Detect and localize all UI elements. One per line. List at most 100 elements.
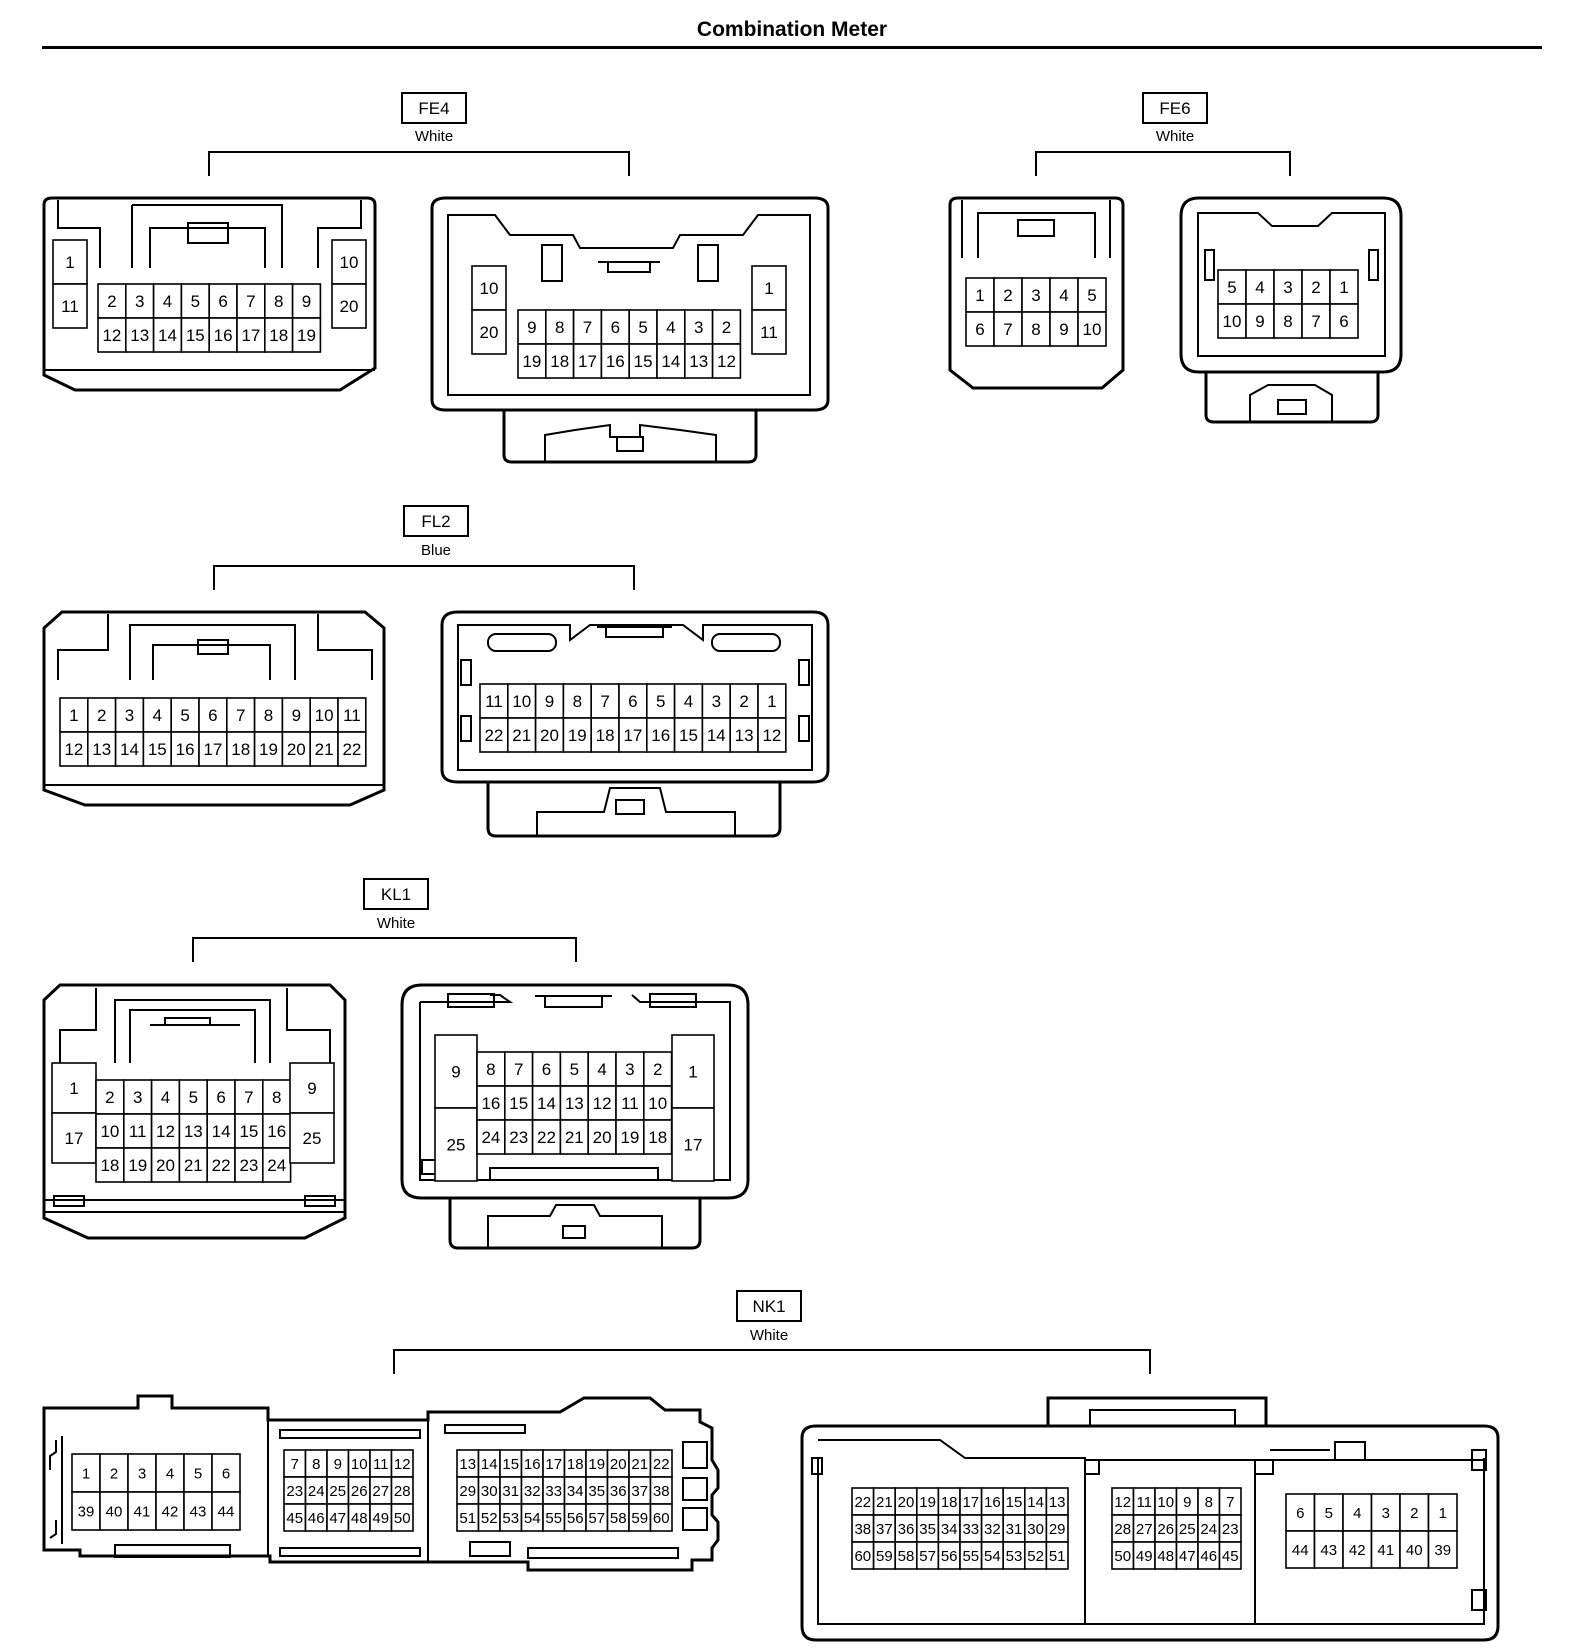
pin-number: 3 (138, 1465, 146, 1482)
pin-number: 52 (481, 1510, 498, 1527)
pin-number: 36 (610, 1483, 627, 1500)
pin-cavity (281, 731, 311, 767)
pin-number: 2 (1311, 278, 1320, 297)
pin-number: 12 (717, 352, 736, 371)
pin-cavity (517, 343, 547, 379)
pin-number: 4 (163, 292, 172, 311)
pin-cavity (97, 317, 127, 353)
pin-number: 5 (570, 1060, 579, 1079)
pin-cavity (671, 1107, 715, 1182)
pin-number: 24 (267, 1156, 286, 1175)
pin-cavity (642, 1085, 673, 1121)
connector-code-fl2: FL2 (421, 512, 450, 531)
pin-number: 9 (302, 292, 311, 311)
pin-number: 2 (110, 1465, 118, 1482)
pin-number: 1 (1439, 1505, 1447, 1522)
pin-number: 19 (568, 726, 587, 745)
pin-number: 17 (241, 326, 260, 345)
pin-number: 9 (1183, 1494, 1191, 1511)
pin-cavity (476, 1051, 506, 1087)
pin-number: 8 (274, 292, 283, 311)
pin-number: 22 (212, 1156, 231, 1175)
pin-cavity (114, 697, 145, 733)
pin-number: 19 (128, 1156, 147, 1175)
pin-number: 6 (542, 1060, 551, 1079)
pin-number: 9 (307, 1079, 316, 1098)
pin-number: 31 (1006, 1521, 1023, 1538)
pin-number: 45 (286, 1510, 303, 1527)
pin-number: 40 (1406, 1542, 1423, 1559)
pin-cavity (965, 311, 995, 347)
pin-cavity (127, 1491, 157, 1531)
pin-number: 6 (975, 320, 984, 339)
pin-number: 21 (184, 1156, 203, 1175)
connector-color-kl1: White (377, 915, 415, 932)
pin-number: 20 (340, 297, 359, 316)
pin-cavity (503, 1119, 534, 1155)
pin-number: 9 (527, 318, 536, 337)
pin-cavity (1021, 311, 1051, 347)
pin-number: 13 (565, 1094, 584, 1113)
pin-number: 24 (481, 1128, 500, 1147)
pin-cavity (1427, 1493, 1458, 1532)
pin-cavity (1370, 1530, 1401, 1569)
pin-cavity (150, 1079, 181, 1115)
pin-number: 12 (394, 1456, 411, 1473)
pin-number: 18 (648, 1128, 667, 1147)
pin-number: 8 (1205, 1494, 1213, 1511)
pin-number: 57 (588, 1510, 605, 1527)
pin-number: 13 (689, 352, 708, 371)
pin-number: 27 (1136, 1521, 1153, 1538)
pin-number: 7 (514, 1060, 523, 1079)
pin-cavity (253, 731, 284, 767)
pin-cavity (1049, 311, 1079, 347)
pin-number: 19 (522, 352, 541, 371)
pin-cavity (1399, 1530, 1430, 1569)
pin-cavity (476, 1119, 506, 1155)
pin-number: 20 (898, 1494, 915, 1511)
pin-number: 56 (567, 1510, 584, 1527)
pin-number: 23 (286, 1483, 303, 1500)
pin-number: 2 (105, 1088, 114, 1107)
pin-number: 3 (1031, 286, 1040, 305)
pin-number: 17 (962, 1494, 979, 1511)
pin-number: 8 (272, 1088, 281, 1107)
pin-number: 2 (107, 292, 116, 311)
pin-number: 29 (459, 1483, 476, 1500)
pin-number: 4 (684, 692, 693, 711)
pin-cavity (479, 717, 509, 753)
pin-cavity (125, 317, 155, 353)
pin-number: 2 (653, 1060, 662, 1079)
pin-number: 21 (631, 1456, 648, 1473)
pin-number: 8 (486, 1060, 495, 1079)
pin-cavity (208, 317, 238, 353)
pin-number: 5 (180, 706, 189, 725)
pin-number: 21 (876, 1494, 893, 1511)
pin-cavity (261, 1147, 292, 1183)
pin-number: 10 (100, 1122, 119, 1141)
pin-number: 39 (78, 1503, 95, 1520)
pin-cavity (503, 1051, 534, 1087)
pin-number: 12 (1114, 1494, 1131, 1511)
pin-number: 6 (1339, 312, 1348, 331)
pin-number: 7 (1226, 1494, 1234, 1511)
pin-number: 14 (707, 726, 726, 745)
pin-cavity (170, 731, 200, 767)
connector-code-fe4: FE4 (418, 99, 449, 118)
pin-number: 49 (372, 1510, 389, 1527)
pin-cavity (1427, 1530, 1458, 1569)
pin-cavity (757, 717, 787, 753)
pin-cavity (206, 1113, 236, 1149)
pin-number: 9 (1059, 320, 1068, 339)
pin-number: 15 (239, 1122, 258, 1141)
connector-code-kl1: KL1 (381, 885, 411, 904)
pin-number: 22 (537, 1128, 556, 1147)
pin-number: 54 (984, 1548, 1001, 1565)
pin-number: 16 (214, 326, 233, 345)
connector-color-fe6: White (1156, 128, 1194, 145)
pin-number: 22 (342, 740, 361, 759)
pin-number: 4 (1353, 1505, 1361, 1522)
